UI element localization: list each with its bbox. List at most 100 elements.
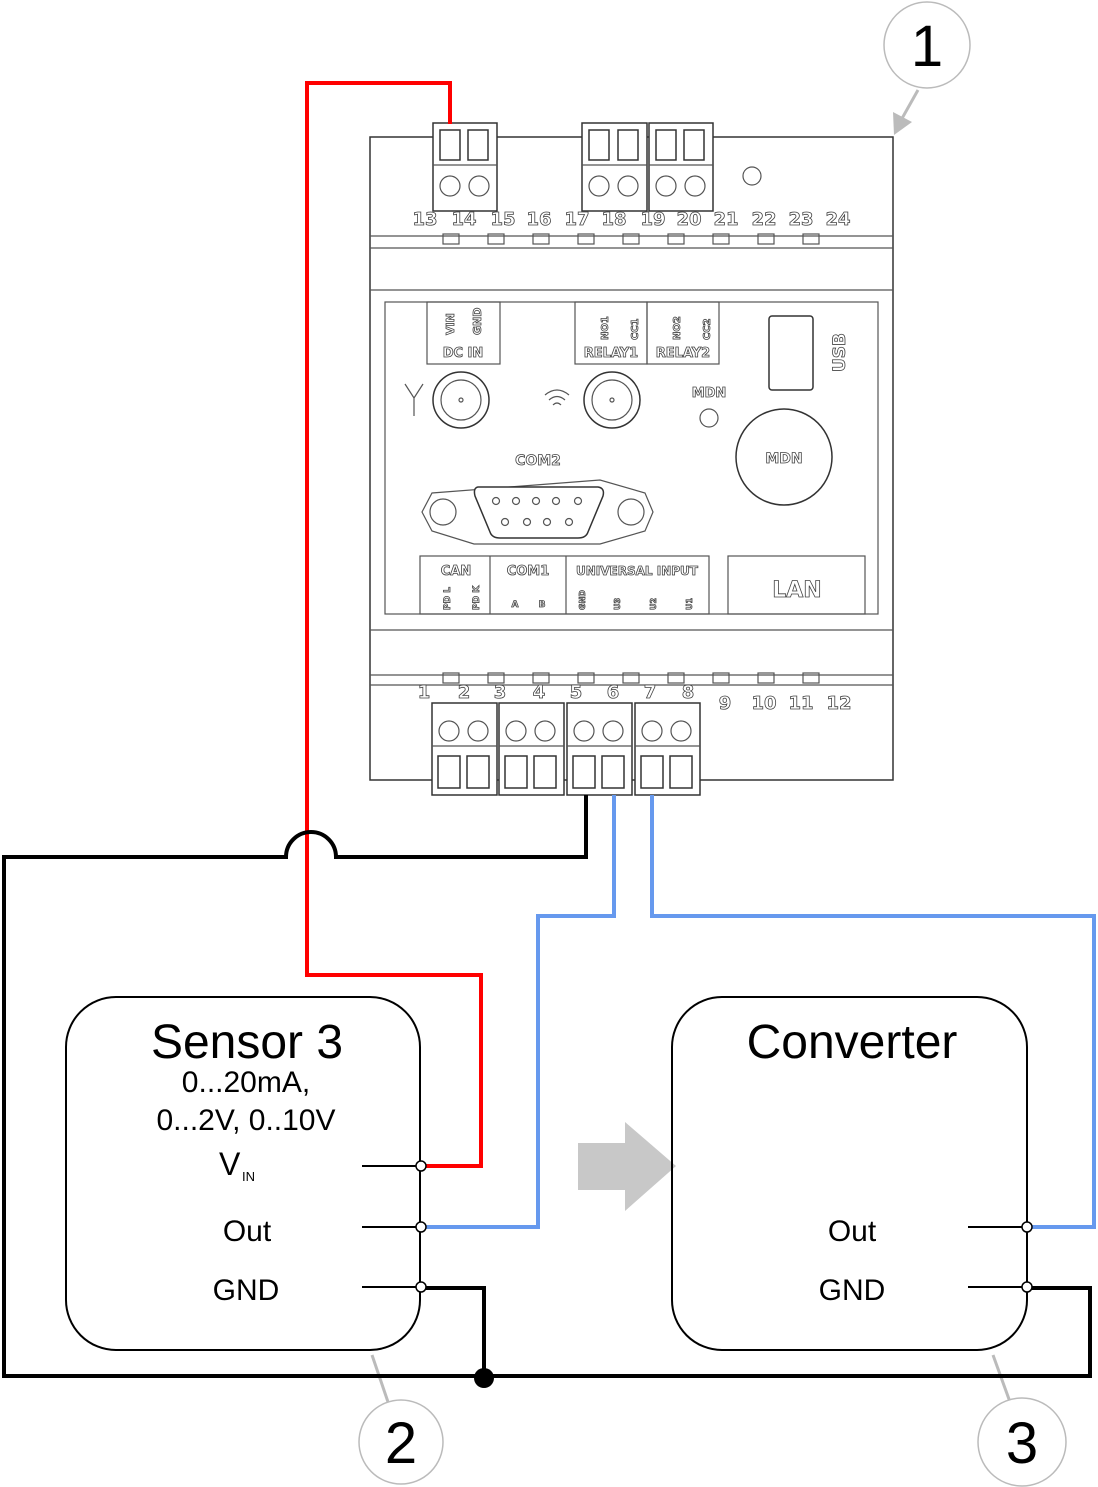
- svg-text:COM2: COM2: [515, 453, 561, 469]
- screw-icon: [573, 720, 595, 742]
- indicator-led: [442, 672, 460, 684]
- ground-wire-device: [2, 795, 1092, 1378]
- mdn-led: [699, 408, 719, 428]
- svg-text:CC2: CC2: [702, 318, 713, 340]
- converter-box: Converter Out GND: [671, 996, 1033, 1351]
- indicator-led: [757, 233, 775, 245]
- svg-text:11: 11: [788, 693, 813, 714]
- screw-icon: [505, 720, 527, 742]
- indicator-led: [532, 233, 550, 245]
- indicator-led: [577, 672, 595, 684]
- top-terminal-block-relay1: [581, 122, 648, 212]
- ground-junction: [474, 1368, 494, 1388]
- screw-icon: [438, 720, 460, 742]
- svg-text:RELAY2: RELAY2: [656, 346, 710, 361]
- ground-wire-sensor: [421, 1286, 486, 1376]
- svg-text:MDN: MDN: [692, 386, 727, 401]
- power-wire: [305, 81, 483, 1168]
- screw-icon: [602, 720, 624, 742]
- svg-text:NO1: NO1: [600, 316, 611, 340]
- svg-text:8: 8: [682, 682, 695, 703]
- top-terminal-block-relay2: [648, 122, 714, 212]
- indicator-led: [442, 233, 460, 245]
- svg-text:CAN: CAN: [441, 564, 471, 579]
- svg-text:U2: U2: [649, 598, 658, 610]
- svg-text:PD K: PD K: [472, 585, 482, 610]
- svg-text:2: 2: [458, 682, 471, 703]
- screw-icon: [534, 720, 556, 742]
- svg-text:20: 20: [676, 209, 701, 230]
- indicator-led: [622, 233, 640, 245]
- indicator-led: [577, 233, 595, 245]
- top-terminal-numbers: 13 14 15 16 17 18 19 20 21 22 23 24: [412, 209, 851, 231]
- svg-text:IN: IN: [242, 1169, 255, 1184]
- svg-text:13: 13: [412, 209, 437, 230]
- svg-text:14: 14: [451, 209, 476, 230]
- svg-text:Out: Out: [828, 1215, 877, 1248]
- svg-text:PD L: PD L: [443, 587, 453, 610]
- svg-text:U1: U1: [685, 598, 694, 610]
- svg-text:VIN: VIN: [444, 313, 457, 335]
- indicator-led: [712, 672, 730, 684]
- bottom-terminal-numbers: 1 2 3 4 5 6 7 8 9 10 11 12: [417, 682, 852, 715]
- svg-text:B: B: [539, 600, 546, 610]
- svg-text:GND: GND: [578, 590, 587, 610]
- wifi-icon: [544, 389, 570, 406]
- svg-text:6: 6: [607, 682, 620, 703]
- signal-wire-sensor: [421, 795, 616, 1229]
- svg-text:23: 23: [788, 209, 813, 230]
- db9-connector: [421, 479, 654, 545]
- svg-text:Out: Out: [223, 1215, 272, 1248]
- arrow-right-icon: [578, 1122, 676, 1211]
- svg-text:3: 3: [1006, 1411, 1038, 1476]
- svg-text:U3: U3: [613, 598, 622, 610]
- screw-icon: [670, 720, 692, 742]
- signal-wire-converter: [650, 795, 1096, 1229]
- svg-text:5: 5: [570, 682, 583, 703]
- indicator-led: [487, 233, 505, 245]
- indicator-led: [667, 672, 685, 684]
- svg-text:COM1: COM1: [507, 564, 550, 579]
- sensor-3-box: Sensor 3 0...20mA, 0...2V, 0..10V V IN O…: [65, 996, 427, 1351]
- svg-text:USB: USB: [830, 333, 850, 372]
- controller-device: 13 14 15 16 17 18 19 20 21 22 23 24 VIN …: [369, 122, 894, 796]
- indicator-led: [667, 233, 685, 245]
- svg-text:22: 22: [751, 209, 776, 230]
- antenna-icon: [404, 383, 424, 416]
- svg-text:UNIVERSAL INPUT: UNIVERSAL INPUT: [576, 564, 699, 578]
- top-terminal-block-dcin: [432, 122, 498, 212]
- screw-icon: [641, 720, 663, 742]
- svg-text:18: 18: [601, 209, 626, 230]
- svg-text:7: 7: [644, 682, 657, 703]
- indicator-led: [802, 233, 820, 245]
- indicator-led: [532, 672, 550, 684]
- bottom-terminal-blocks: [431, 702, 701, 796]
- svg-text:16: 16: [526, 209, 551, 230]
- svg-text:CC1: CC1: [630, 318, 641, 340]
- indicator-led: [487, 672, 505, 684]
- svg-text:GND: GND: [213, 1274, 280, 1307]
- svg-text:GND: GND: [471, 308, 484, 335]
- svg-text:1: 1: [418, 682, 431, 703]
- svg-text:A: A: [512, 600, 519, 610]
- svg-text:DC IN: DC IN: [443, 346, 484, 361]
- svg-text:GND: GND: [819, 1274, 886, 1307]
- svg-text:15: 15: [490, 209, 515, 230]
- svg-text:1: 1: [911, 14, 943, 79]
- screw-icon: [467, 720, 489, 742]
- svg-text:0...2V, 0..10V: 0...2V, 0..10V: [156, 1104, 335, 1137]
- indicator-led: [802, 672, 820, 684]
- svg-text:12: 12: [826, 693, 851, 714]
- svg-text:NO2: NO2: [672, 316, 683, 340]
- indicator-led: [712, 233, 730, 245]
- converter-title: Converter: [747, 1016, 958, 1069]
- svg-text:MDN: MDN: [765, 451, 802, 467]
- mdn-button[interactable]: [735, 408, 833, 506]
- svg-text:4: 4: [533, 682, 546, 703]
- svg-text:10: 10: [751, 693, 776, 714]
- indicator-led: [622, 672, 640, 684]
- callout-3: 3: [977, 1354, 1067, 1487]
- svg-text:3: 3: [494, 682, 507, 703]
- svg-text:19: 19: [640, 209, 665, 230]
